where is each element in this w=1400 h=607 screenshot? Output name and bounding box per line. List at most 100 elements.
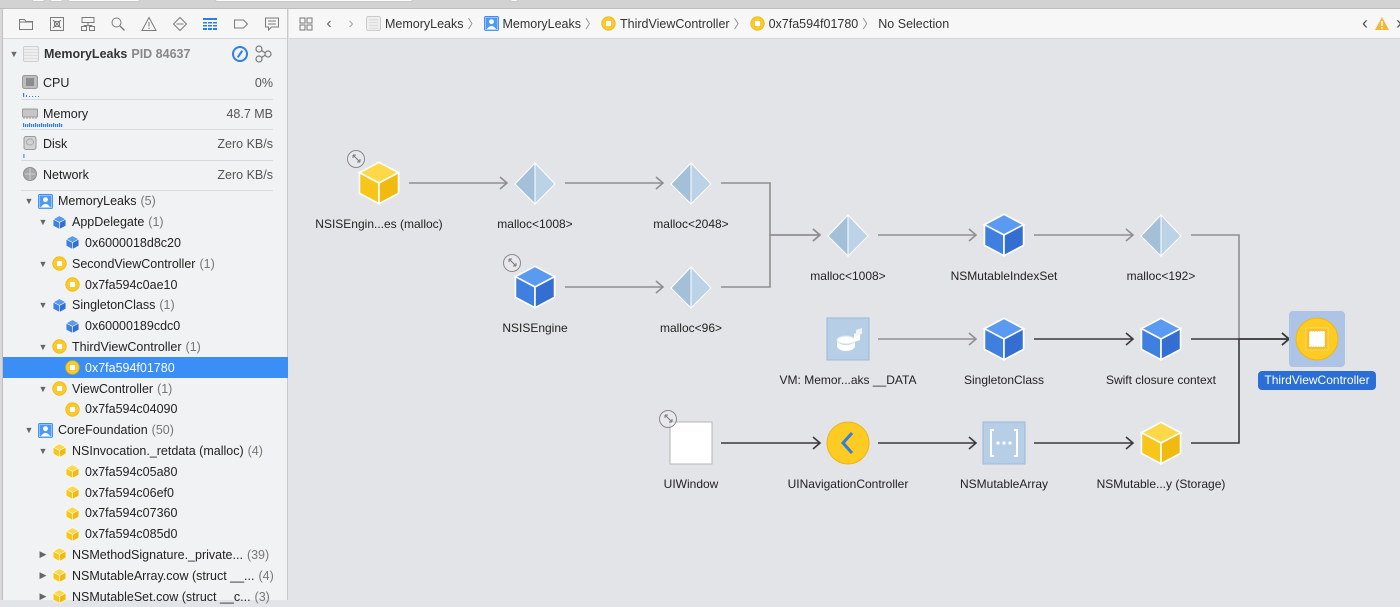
tree-row[interactable]: ▼SingletonClass(1) [3, 295, 288, 316]
memory-object-tree: ▼MemoryLeaks(5)▼AppDelegate(1)0x6000018d… [3, 191, 288, 607]
tree-row[interactable]: ▼MemoryLeaks(5) [3, 191, 288, 212]
memory-graph-icon[interactable] [254, 45, 272, 63]
disclosure-expanded-icon[interactable]: ▼ [38, 445, 48, 456]
breadcrumb-separator-icon: 〉 [467, 17, 480, 31]
tree-row[interactable]: ▶NSMutableArray.cow (struct __...(4) [3, 565, 288, 586]
disclosure-expanded-icon[interactable]: ▼ [38, 217, 48, 228]
back-button[interactable]: ‹ [326, 14, 332, 32]
yellow-cube-icon [65, 506, 80, 521]
disclosure-triangle-icon[interactable]: ▼ [9, 49, 19, 59]
tree-row[interactable]: 0x60000189cdc0 [3, 316, 288, 337]
breadcrumb-label: MemoryLeaks [385, 16, 464, 31]
related-items-icon[interactable] [294, 17, 318, 31]
breadcrumb-item[interactable]: MemoryLeaks〉 [483, 15, 602, 32]
tree-row[interactable]: ▼ ViewController(1) [3, 378, 288, 399]
app-icon [23, 46, 39, 62]
navigator-tab-bar [3, 9, 287, 39]
disclosure-expanded-icon[interactable]: ▼ [24, 196, 34, 207]
graph-edge [1191, 338, 1289, 444]
tree-row-label: 0x7fa594f01780 [85, 360, 175, 375]
graph-node-label: VM: Memor...aks __DATA [779, 373, 917, 387]
graph-edges [409, 176, 1291, 450]
tree-row[interactable]: ▼CoreFoundation(50) [3, 420, 288, 441]
toolbar-control[interactable] [50, 0, 63, 2]
graph-node-label: NSMutableIndexSet [950, 269, 1058, 283]
navigator-tab-report[interactable] [256, 12, 287, 36]
tree-row[interactable]: 0x7fa594c06ef0 [3, 482, 288, 503]
pyramid-icon [1138, 212, 1184, 258]
breadcrumb: MemoryLeaks〉MemoryLeaks〉ThirdViewControl… [366, 15, 949, 32]
navigator-tab-warning[interactable] [134, 12, 165, 36]
process-row[interactable]: ▼ MemoryLeaks PID 84637 [3, 39, 287, 69]
gauge-sparkline [23, 153, 25, 158]
toolbar-control[interactable] [68, 0, 140, 2]
tree-row[interactable]: 0x7fa594c07360 [3, 503, 288, 524]
tree-row[interactable]: ▶NSMethodSignature._private...(39) [3, 545, 288, 566]
navigator-tab-debug[interactable] [195, 12, 226, 36]
gauge-value: 48.7 MB [226, 106, 273, 121]
pyramid-icon [512, 160, 558, 206]
disclosure-expanded-icon[interactable]: ▼ [38, 383, 48, 394]
breadcrumb-item[interactable]: ThirdViewController〉 [601, 15, 750, 32]
tree-row[interactable]: 0x7fa594f01780 [3, 357, 288, 379]
tree-row[interactable]: ▼NSInvocation._retdata (malloc)(4) [3, 441, 288, 462]
view-controller-icon [1294, 316, 1340, 362]
tree-row[interactable]: ▼SecondViewController(1) [3, 253, 288, 274]
tree-row-count: (50) [151, 423, 174, 438]
forward-button[interactable]: › [348, 14, 354, 32]
navigator-tab-test[interactable] [164, 12, 195, 36]
network-icon [23, 166, 37, 181]
toolbar-control[interactable] [510, 0, 518, 2]
tree-row[interactable]: 0x6000018d8c20 [3, 233, 288, 254]
breadcrumb-item[interactable]: 0x7fa594f01780〉 [749, 15, 879, 32]
tree-row-label: ViewController [72, 381, 154, 396]
breadcrumb-label: MemoryLeaks [502, 16, 582, 31]
next-issue-button[interactable]: › [1396, 14, 1400, 32]
navigator-tab-search[interactable] [103, 12, 134, 36]
gauge-sparkline [23, 92, 39, 97]
disclosure-collapsed-icon[interactable]: ▶ [39, 549, 47, 560]
activity-viewer [215, 0, 413, 2]
tree-row[interactable]: 0x7fa594c05a80 [3, 461, 288, 482]
graph-node-label: NSMutable...y (Storage) [1096, 477, 1226, 491]
source-control-icon [50, 16, 64, 31]
nav-controller-icon [825, 420, 871, 466]
debug-gauge-icon[interactable] [232, 46, 248, 62]
tree-row-count: (3) [254, 589, 270, 604]
toolbar-control[interactable] [32, 0, 45, 2]
navigator-tab-source-control[interactable] [42, 12, 73, 36]
disclosure-collapsed-icon[interactable]: ▶ [39, 570, 47, 581]
disclosure-expanded-icon[interactable]: ▼ [38, 300, 48, 311]
disclosure-expanded-icon[interactable]: ▼ [38, 341, 48, 352]
tree-row[interactable]: ▼ThirdViewController(1) [3, 337, 288, 358]
yellow-circle-icon [749, 16, 765, 31]
disclosure-expanded-icon[interactable]: ▼ [24, 425, 34, 436]
breadcrumb-item[interactable]: No Selection [878, 17, 949, 31]
navigator-tab-breakpoint[interactable] [226, 12, 257, 36]
tree-row-label: 0x7fa594c06ef0 [85, 485, 174, 500]
memory-graph-canvas[interactable]: NSISEngin...es (malloc)malloc<1008>mallo… [289, 40, 1400, 600]
navigator-tab-folder[interactable] [11, 12, 42, 36]
previous-issue-button[interactable]: ‹ [1362, 13, 1368, 33]
tree-row-label: NSInvocation._retdata (malloc) [72, 443, 244, 458]
tree-row[interactable]: 0x7fa594c04090 [3, 399, 288, 420]
navigator-tab-symbol[interactable] [72, 12, 103, 36]
tree-row[interactable]: ▼AppDelegate(1) [3, 212, 288, 233]
warning-icon[interactable] [1374, 16, 1390, 31]
yellow-cube-icon [1138, 420, 1184, 466]
tree-row[interactable]: 0x7fa594c0ae10 [3, 274, 288, 295]
tree-row-count: (1) [157, 381, 173, 396]
disclosure-expanded-icon[interactable]: ▼ [38, 258, 48, 269]
breadcrumb-item[interactable]: MemoryLeaks〉 [366, 15, 484, 32]
graph-node-label: NSISEngine [502, 321, 568, 335]
tree-row[interactable]: 0x7fa594c085d0 [3, 524, 288, 545]
gauge-sparkline [23, 123, 63, 127]
tree-row[interactable]: ▶NSMutableSet.cow (struct __c...(3) [3, 586, 288, 607]
app-icon [366, 16, 381, 31]
disclosure-collapsed-icon[interactable]: ▶ [39, 591, 47, 602]
root-object-badge-icon [659, 410, 677, 428]
